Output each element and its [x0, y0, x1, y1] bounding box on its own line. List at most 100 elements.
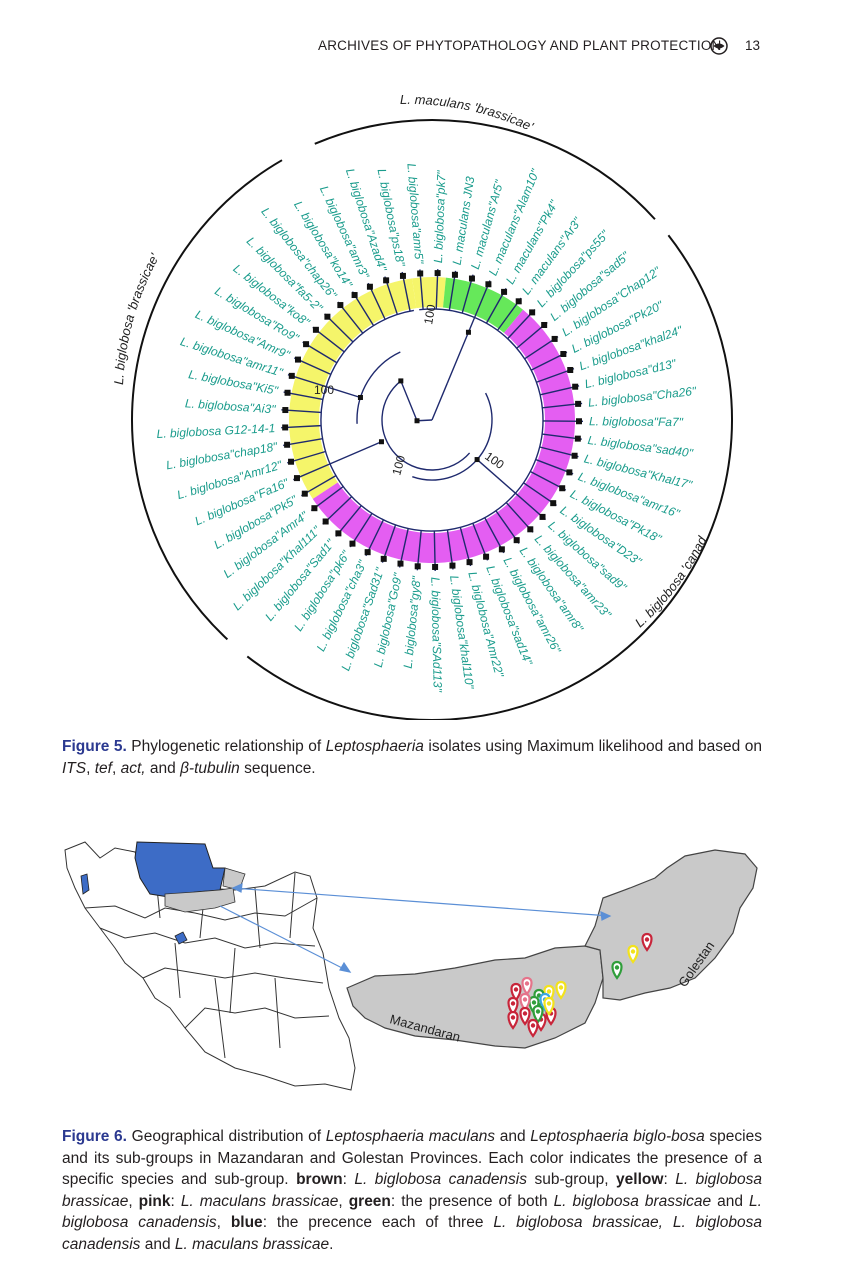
map-pin-dot — [522, 1011, 528, 1016]
leaf-label: L. biglobosa"SAd113" — [428, 577, 444, 693]
map-pin-dot — [644, 937, 650, 942]
internal-branch — [400, 380, 418, 422]
leaf-node — [301, 490, 308, 497]
leaf-node — [571, 452, 578, 459]
distribution-map: Mazandaran Golestan — [64, 841, 758, 1091]
location-pins — [507, 932, 653, 1038]
leaf-node — [539, 513, 546, 520]
iran-map — [64, 841, 356, 1091]
leaf-node — [468, 275, 475, 282]
leaf-node — [575, 418, 582, 425]
leaf-node — [311, 505, 318, 512]
map-pin-icon — [527, 1018, 539, 1038]
map-pin-dot — [524, 981, 530, 986]
leaf-node — [335, 530, 342, 537]
clade-bracket-brassicae — [131, 159, 283, 641]
leaf-node — [434, 270, 441, 277]
ring-segment-green — [442, 277, 524, 333]
leaf-node — [527, 526, 534, 533]
internal-node — [398, 378, 404, 384]
mazandaran-province — [346, 945, 604, 1049]
map-pin-icon — [507, 996, 519, 1016]
leaf-node — [432, 563, 439, 570]
map-pin-icon — [510, 982, 522, 1002]
leaf-label: L. biglobosa"gy8" — [401, 575, 424, 669]
leaf-node — [560, 350, 567, 357]
leaf-node — [288, 372, 295, 379]
internal-branch — [356, 351, 401, 424]
map-pin-icon — [519, 1006, 531, 1026]
map-pin-dot — [535, 1009, 541, 1014]
leaf-node — [337, 302, 344, 309]
clade-bracket-canadensis — [246, 234, 733, 720]
bootstrap-1: 100 — [421, 303, 438, 325]
leaf-node — [364, 549, 371, 556]
leaf-labels: L. biglobosa"amr5"L. biglobosa"pk7"L. ma… — [156, 163, 697, 693]
leaf-node — [498, 546, 505, 553]
internal-node — [414, 418, 420, 424]
leaf-node — [566, 469, 573, 476]
internal-node — [465, 329, 471, 335]
leaf-node — [351, 292, 358, 299]
leaf-node — [294, 356, 301, 363]
ring-segment-yellow — [412, 277, 446, 309]
mazandaran-mini — [164, 887, 236, 913]
map-pin-dot — [510, 1015, 516, 1020]
leaf-node — [383, 277, 390, 284]
leaf-node — [399, 272, 406, 279]
golestan-province — [584, 849, 758, 1001]
clade-brackets — [131, 119, 733, 720]
leaf-node — [485, 281, 492, 288]
internal-node — [474, 457, 480, 463]
leaf-node — [349, 540, 356, 547]
internal-branch — [476, 459, 516, 494]
internal-node — [357, 394, 363, 400]
lake-urmia — [80, 873, 90, 895]
connector-arrows — [219, 883, 612, 973]
leaf-node — [322, 518, 329, 525]
leaf-node — [288, 458, 295, 465]
leaf-node — [550, 500, 557, 507]
leaf-node — [529, 309, 536, 316]
leaf-label: L. biglobosa"amr5" — [404, 163, 426, 265]
leaf-node — [324, 313, 331, 320]
bootstrap-4: 100 — [482, 449, 507, 472]
map-pin-dot — [614, 965, 620, 970]
map-pin-dot — [530, 1023, 536, 1028]
internal-branch — [412, 392, 493, 481]
internal-branch — [446, 332, 470, 384]
bootstrap-3: 100 — [389, 453, 408, 476]
leaf-node — [282, 407, 289, 414]
map-pin-icon — [627, 944, 639, 964]
figure-6-caption: Figure 6. Geographical distribution of L… — [62, 1128, 762, 1253]
map-pin-dot — [531, 1000, 537, 1005]
map-pin-icon — [519, 992, 531, 1012]
leaf-node — [417, 270, 424, 277]
leaf-node — [414, 563, 421, 570]
map-pin-icon — [507, 1010, 519, 1030]
map-pin-dot — [630, 949, 636, 954]
leaf-label: L. biglobosa"Ai3" — [185, 396, 277, 416]
map-pin-icon — [641, 932, 653, 952]
leaf-arc — [320, 308, 544, 532]
leaf-node — [312, 326, 319, 333]
map-pin-dot — [558, 985, 564, 990]
leaf-node — [541, 321, 548, 328]
leaf-label: L. biglobosa"Cha26" — [587, 384, 697, 410]
leaf-node — [397, 560, 404, 567]
running-header: ARCHIVES OF PHYTOPATHOLOGY AND PLANT PRO… — [0, 37, 867, 57]
leaf-node — [513, 537, 520, 544]
leaf-node — [572, 383, 579, 390]
leaf-node — [449, 562, 456, 569]
leaf-node — [575, 400, 582, 407]
internal-branch — [325, 386, 361, 399]
leaf-label: L. biglobosa G12-14-1 — [156, 421, 275, 441]
journal-title: ARCHIVES OF PHYTOPATHOLOGY AND PLANT PRO… — [318, 38, 722, 53]
internal-branch — [329, 441, 382, 465]
leaf-label: L. biglobosa"pk7" — [431, 170, 449, 264]
map-pin-dot — [546, 1001, 552, 1006]
leaf-node — [483, 553, 490, 560]
leaf-node — [284, 389, 291, 396]
map-pin-icon — [611, 960, 623, 980]
leaf-node — [284, 441, 291, 448]
